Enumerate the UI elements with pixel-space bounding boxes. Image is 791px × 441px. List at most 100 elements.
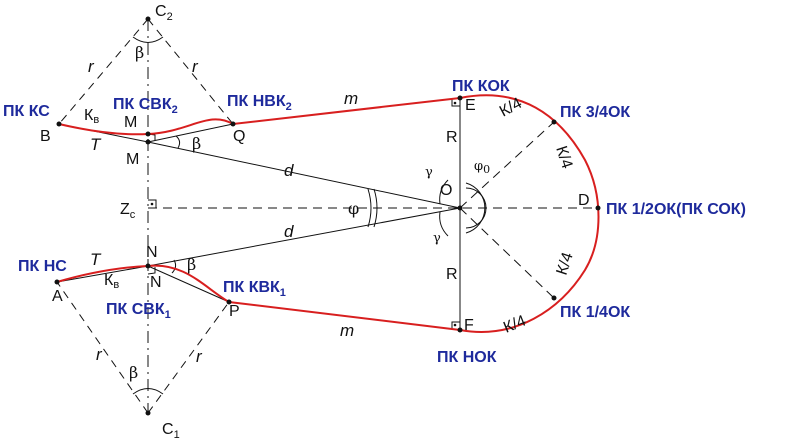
symbol-phi: φ	[348, 199, 359, 218]
symbol-r-upper-right: r	[192, 57, 199, 76]
point-labels: C2 C1 B A M M N N Q P E F D O Zc	[40, 3, 590, 441]
station-svk2: ПК СВК2	[113, 96, 178, 116]
symbol-r-big-top: R	[446, 129, 458, 146]
label-m: M	[126, 151, 139, 168]
label-n: N	[150, 274, 162, 291]
station-svk1: ПК СВК1	[106, 301, 171, 321]
station-nc: ПК НС	[18, 258, 67, 275]
symbol-d-bottom: d	[284, 222, 294, 241]
right-angle-dots	[150, 101, 457, 327]
line-c1-a	[56, 281, 149, 414]
symbol-beta-c1: β	[129, 363, 138, 382]
symbol-beta-m: β	[192, 134, 201, 153]
dot-e	[453, 101, 457, 105]
symbol-r-lower-left: r	[96, 345, 103, 364]
arc-phi-1	[367, 188, 372, 228]
point-b	[56, 121, 62, 127]
label-c1: C1	[162, 421, 180, 441]
label-zc: Zc	[120, 201, 136, 221]
station-ok12: ПК 1/2ОК(ПК СОК)	[606, 201, 746, 218]
point-c1	[145, 410, 151, 416]
label-p: P	[229, 303, 240, 320]
station-kvk1: ПК КВК1	[223, 279, 286, 299]
arc-beta-c2	[132, 36, 164, 43]
right-angle-e	[451, 98, 460, 107]
symbol-t-bottom: T	[90, 250, 102, 269]
symbol-kb-bottom: Кв	[104, 272, 119, 291]
label-c2: C2	[155, 3, 173, 23]
dot-f	[453, 323, 457, 327]
label-f: F	[464, 317, 474, 334]
symbol-t-top: T	[90, 135, 102, 154]
arc-phi-2	[373, 188, 378, 228]
symbol-d-top: d	[284, 161, 294, 180]
radius-o-14	[459, 207, 555, 299]
symbol-m-bottom: m	[340, 321, 354, 340]
line-m-q	[147, 123, 234, 143]
symbol-kb-top: Кв	[84, 107, 99, 126]
symbol-gamma-top: γ	[425, 165, 433, 180]
point-a	[54, 279, 60, 285]
symbol-k4-upper-right: К/4	[552, 144, 575, 171]
station-ok14: ПК 1/4ОК	[560, 304, 630, 321]
point-m	[145, 139, 151, 145]
line-c2-b	[58, 18, 149, 125]
arc-beta-m	[175, 135, 181, 149]
point-m-top	[145, 131, 151, 137]
line-c1-p	[147, 301, 230, 414]
label-e: E	[465, 97, 476, 114]
point-e	[457, 95, 463, 101]
arc-phi0-2	[465, 182, 486, 234]
station-ks: ПК КС	[3, 103, 50, 120]
tangent-a-n	[56, 265, 149, 283]
right-angle-n	[147, 267, 156, 275]
arc-phi0-1	[465, 187, 487, 229]
dot-zc	[150, 202, 154, 206]
arc-beta-n	[171, 259, 177, 274]
point-p	[226, 299, 232, 305]
line-c2-q	[147, 18, 234, 125]
station-nvk2: ПК НВК2	[227, 93, 292, 113]
solid-lines	[56, 36, 487, 395]
station-ok34: ПК 3/4ОК	[560, 104, 630, 121]
arc-gamma-bottom	[439, 211, 449, 237]
arc-gamma-top	[439, 179, 449, 205]
symbol-m-top: m	[344, 89, 358, 108]
label-a: A	[52, 288, 63, 305]
point-q	[230, 121, 236, 127]
symbol-k4-lower-right: К/4	[554, 250, 577, 277]
symbol-phi0: φ0	[474, 159, 490, 176]
radius-o-34	[459, 121, 555, 209]
point-f	[457, 327, 463, 333]
symbol-beta-n: β	[187, 255, 196, 274]
symbol-r-big-bottom: R	[446, 266, 458, 283]
symbol-k4-top: К/4	[497, 95, 525, 121]
label-m-top: M	[124, 114, 137, 131]
symbol-r-lower-right: r	[196, 347, 203, 366]
point-o	[457, 205, 463, 211]
point-34	[551, 119, 557, 125]
route-alignment-curve	[56, 94, 600, 333]
point-c2	[145, 16, 151, 22]
point-14	[551, 295, 557, 301]
station-kok: ПК КОК	[452, 78, 510, 95]
label-b: B	[40, 128, 51, 145]
points	[54, 16, 601, 416]
label-n-top: N	[146, 244, 158, 261]
symbol-r-upper-left: r	[88, 57, 95, 76]
construction-lines	[56, 18, 600, 414]
right-angle-f	[451, 321, 460, 330]
right-angle-zc	[148, 199, 157, 208]
line-m-o	[147, 141, 461, 209]
station-labels: ПК КС ПК СВК2 ПК НВК2 ПК КОК ПК 3/4ОК ПК…	[3, 78, 746, 366]
line-n-o	[147, 207, 461, 267]
arc-beta-c1	[132, 388, 164, 395]
symbol-gamma-bottom: γ	[433, 231, 441, 246]
symbol-k4-bottom: К/4	[501, 312, 528, 336]
label-d: D	[578, 192, 590, 209]
symbol-beta-c2: β	[135, 43, 144, 62]
point-n	[145, 263, 151, 269]
label-q: Q	[233, 128, 245, 145]
point-d	[595, 205, 601, 211]
